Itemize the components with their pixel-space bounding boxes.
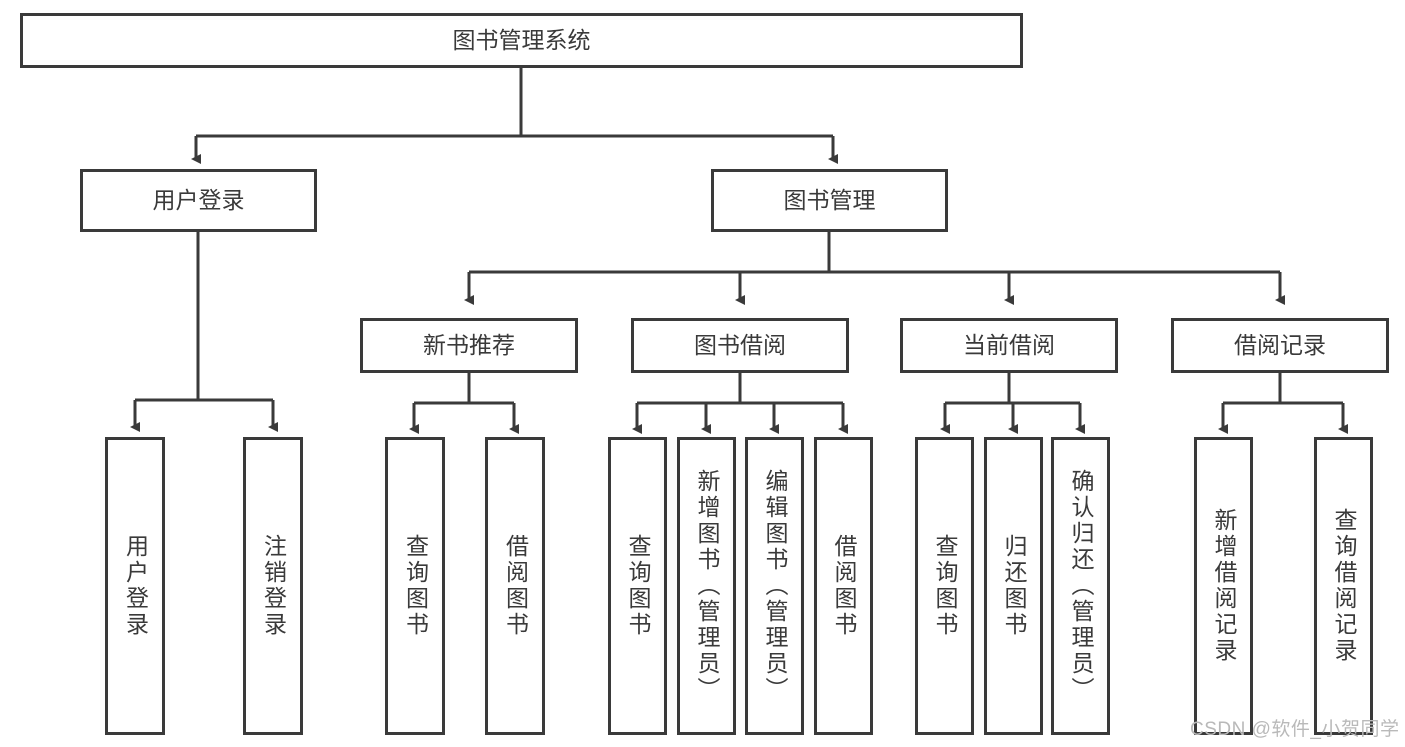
node-borrow-record[interactable]: 借阅记录 (1171, 318, 1389, 373)
node-new-book-recommend[interactable]: 新书推荐 (360, 318, 578, 373)
node-leaf-query-record-label: 查询借阅记录 (1331, 508, 1357, 664)
node-leaf-query-book-2-label: 查询图书 (625, 534, 651, 638)
node-leaf-edit-book[interactable]: 编辑图书（管理员） (745, 437, 804, 735)
node-book-manage[interactable]: 图书管理 (711, 169, 948, 232)
node-borrow-record-label: 借阅记录 (1234, 331, 1326, 358)
node-leaf-logout-label: 注销登录 (260, 534, 287, 638)
node-leaf-add-book[interactable]: 新增图书（管理员） (677, 437, 736, 735)
node-leaf-add-book-label: 新增图书（管理员） (694, 469, 720, 703)
node-leaf-confirm-return-label: 确认归还（管理员） (1068, 469, 1094, 703)
node-leaf-query-book-3-label: 查询图书 (932, 534, 958, 638)
node-user-login-label: 用户登录 (152, 186, 245, 213)
node-current-borrow[interactable]: 当前借阅 (900, 318, 1118, 373)
node-leaf-user-login[interactable]: 用户登录 (105, 437, 165, 735)
node-leaf-borrow-book-1[interactable]: 借阅图书 (485, 437, 545, 735)
node-leaf-logout[interactable]: 注销登录 (243, 437, 303, 735)
node-root[interactable]: 图书管理系统 (20, 13, 1023, 68)
node-book-manage-label: 图书管理 (783, 186, 876, 213)
node-leaf-query-record[interactable]: 查询借阅记录 (1314, 437, 1373, 735)
node-new-book-recommend-label: 新书推荐 (423, 331, 515, 358)
node-leaf-add-record-label: 新增借阅记录 (1211, 508, 1237, 664)
node-leaf-return-book-label: 归还图书 (1001, 534, 1027, 638)
node-leaf-query-book-2[interactable]: 查询图书 (608, 437, 667, 735)
node-book-borrow-label: 图书借阅 (694, 331, 786, 358)
node-leaf-edit-book-label: 编辑图书（管理员） (762, 469, 788, 703)
node-leaf-borrow-book-1-label: 借阅图书 (502, 534, 529, 638)
csdn-watermark: CSDN @软件_小贺同学 (1190, 719, 1400, 740)
node-current-borrow-label: 当前借阅 (963, 331, 1055, 358)
node-leaf-return-book[interactable]: 归还图书 (984, 437, 1043, 735)
node-leaf-add-record[interactable]: 新增借阅记录 (1194, 437, 1253, 735)
node-leaf-query-book-3[interactable]: 查询图书 (915, 437, 974, 735)
node-root-label: 图书管理系统 (452, 26, 591, 53)
node-leaf-borrow-book-2[interactable]: 借阅图书 (814, 437, 873, 735)
node-leaf-query-book-1-label: 查询图书 (402, 534, 429, 638)
node-leaf-confirm-return[interactable]: 确认归还（管理员） (1051, 437, 1110, 735)
node-book-borrow[interactable]: 图书借阅 (631, 318, 849, 373)
node-leaf-borrow-book-2-label: 借阅图书 (831, 534, 857, 638)
node-user-login[interactable]: 用户登录 (80, 169, 317, 232)
node-leaf-user-login-label: 用户登录 (122, 534, 149, 638)
node-leaf-query-book-1[interactable]: 查询图书 (385, 437, 445, 735)
